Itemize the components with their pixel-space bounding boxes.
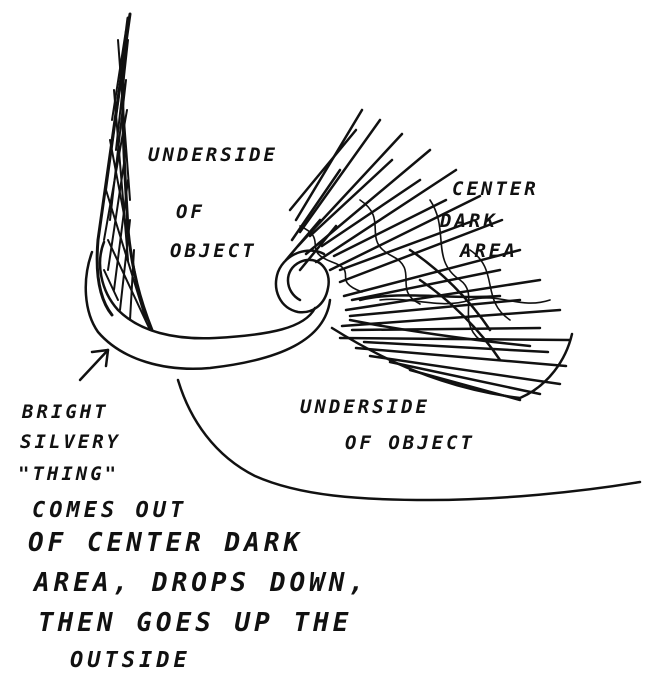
dark-fan-hatching — [286, 110, 570, 400]
caption-line-1: COMES OUT — [32, 500, 187, 522]
label-bright-thing-3: "THING" — [18, 465, 119, 484]
label-bright-thing-1: BRIGHT — [22, 403, 109, 422]
label-center-area-1: CENTER — [452, 180, 539, 199]
label-underside-top-1: UNDERSIDE — [148, 146, 278, 165]
label-underside-top-2: OF — [176, 203, 205, 222]
label-underside-bottom-1: UNDERSIDE — [300, 398, 430, 417]
label-underside-top-3: OBJECT — [170, 242, 257, 261]
label-center-area-3: AREA — [460, 242, 518, 261]
arrow-icon — [80, 350, 108, 380]
label-underside-bottom-2: OF OBJECT — [345, 434, 475, 453]
caption-line-5: OUTSIDE — [70, 650, 191, 672]
caption-line-3: AREA, DROPS DOWN, — [34, 570, 368, 596]
caption-line-4: THEN GOES UP THE — [38, 610, 352, 636]
dark-wedge-hatching — [104, 30, 150, 330]
caption-line-2: OF CENTER DARK — [28, 530, 303, 556]
label-bright-thing-2: SILVERY — [20, 433, 121, 452]
label-center-area-2: DARK — [440, 212, 498, 231]
